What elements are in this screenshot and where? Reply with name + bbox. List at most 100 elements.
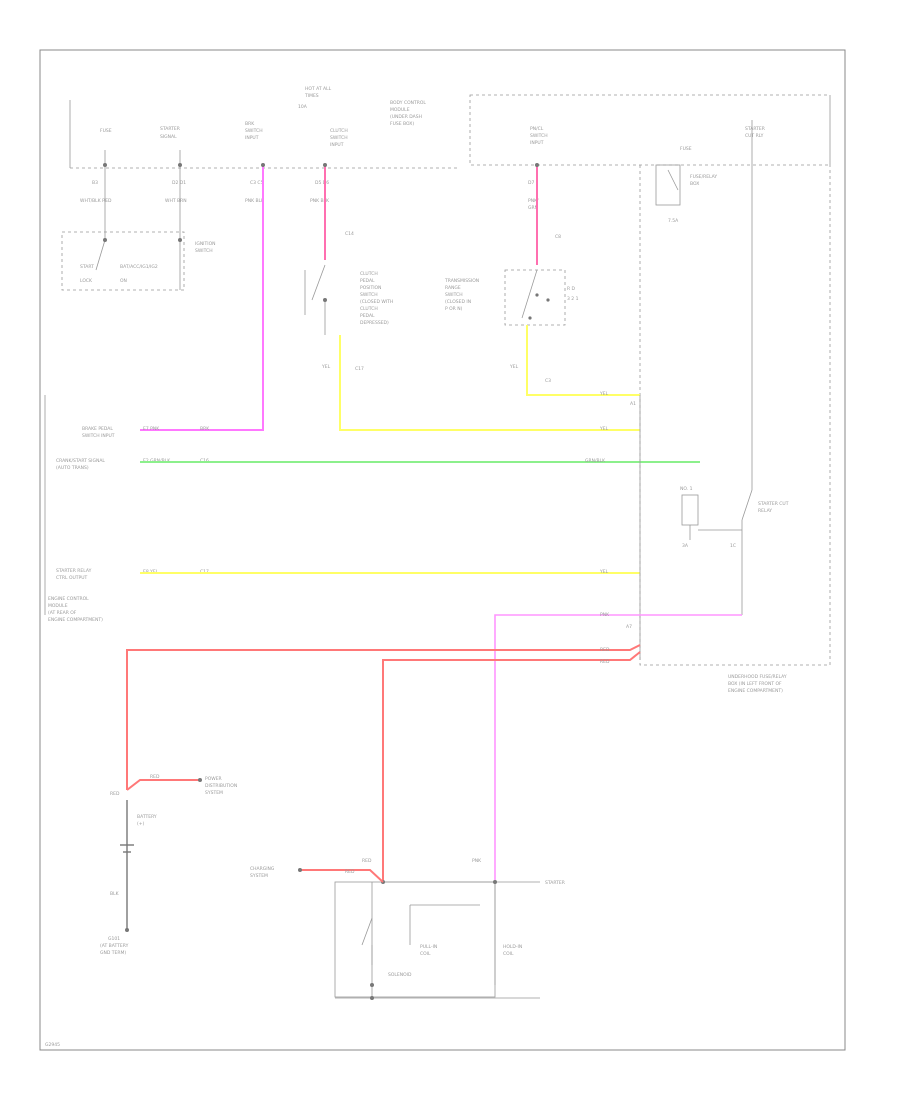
svg-text:STARTER: STARTER — [160, 126, 180, 132]
svg-text:(AT REAR OF: (AT REAR OF — [48, 610, 77, 616]
svg-text:A1: A1 — [630, 401, 636, 407]
svg-text:3A: 3A — [682, 543, 689, 549]
svg-text:(AT BATTERY: (AT BATTERY — [100, 943, 129, 949]
svg-text:CTRL OUTPUT: CTRL OUTPUT — [56, 575, 88, 581]
svg-text:MODULE: MODULE — [390, 107, 410, 113]
svg-text:SWITCH: SWITCH — [195, 248, 213, 254]
underhood-box — [639, 95, 831, 666]
svg-text:FUSE: FUSE — [680, 146, 692, 152]
svg-text:RED: RED — [150, 774, 160, 780]
svg-text:PULL-IN: PULL-IN — [420, 944, 437, 950]
svg-text:D7: D7 — [528, 180, 534, 186]
svg-text:(AUTO TRANS): (AUTO TRANS) — [56, 465, 89, 471]
svg-text:SWITCH: SWITCH — [360, 292, 378, 298]
svg-text:TRANSMISSION: TRANSMISSION — [444, 278, 479, 284]
svg-text:NO. 1: NO. 1 — [680, 486, 693, 492]
svg-text:(CLOSED WITH: (CLOSED WITH — [360, 299, 393, 305]
svg-text:R D: R D — [567, 286, 576, 292]
underhood-fuse: FUSE/RELAY BOX 7.5A — [655, 164, 717, 224]
svg-text:(UNDER DASH: (UNDER DASH — [390, 114, 422, 120]
svg-text:BRK: BRK — [200, 426, 210, 432]
svg-text:COIL: COIL — [503, 951, 514, 957]
battery: RED POWER DISTRIBUTION SYSTEM RED BATTER… — [100, 774, 237, 956]
svg-text:RANGE: RANGE — [445, 285, 461, 291]
svg-text:C3: C3 — [545, 378, 551, 384]
svg-text:E7 PNK: E7 PNK — [143, 426, 160, 432]
wire-yellow-clutch — [339, 335, 640, 431]
svg-text:FUSE/RELAY: FUSE/RELAY — [690, 174, 717, 180]
svg-text:SWITCH: SWITCH — [445, 292, 463, 298]
svg-text:SIGNAL: SIGNAL — [160, 134, 177, 140]
svg-text:D2 D1: D2 D1 — [172, 180, 186, 186]
underhood-label: UNDERHOOD FUSE/RELAY BOX (IN LEFT FRONT … — [728, 674, 787, 694]
svg-text:C3 C5: C3 C5 — [250, 180, 264, 186]
svg-text:BOX: BOX — [690, 181, 699, 187]
svg-text:ENGINE COMPARTMENT): ENGINE COMPARTMENT) — [728, 688, 783, 694]
svg-text:CRANK/START SIGNAL: CRANK/START SIGNAL — [56, 458, 105, 464]
svg-text:BRAKE PEDAL: BRAKE PEDAL — [82, 426, 113, 432]
ecm-labels: BRAKE PEDAL SWITCH INPUT CRANK/START SIG… — [48, 426, 210, 623]
svg-text:COIL: COIL — [420, 951, 431, 957]
wire-red-battery-2 — [382, 651, 641, 880]
svg-text:INPUT: INPUT — [530, 140, 544, 146]
svg-text:POSITION: POSITION — [360, 285, 381, 291]
svg-text:BODY CONTROL: BODY CONTROL — [390, 100, 426, 106]
svg-text:YEL: YEL — [599, 569, 609, 575]
wire-pink-brake — [140, 165, 264, 431]
svg-text:START: START — [80, 264, 94, 270]
svg-text:SOLENOID: SOLENOID — [388, 972, 412, 978]
svg-text:STARTER: STARTER — [745, 126, 765, 132]
svg-text:ON: ON — [120, 278, 127, 284]
svg-text:GRN: GRN — [528, 205, 538, 211]
bcm-top-box — [469, 94, 831, 166]
svg-text:WHT/BLK RED: WHT/BLK RED — [80, 198, 112, 204]
svg-text:CHARGING: CHARGING — [250, 866, 275, 872]
svg-text:PNK: PNK — [600, 612, 610, 618]
svg-text:RED: RED — [345, 869, 355, 875]
svg-text:INPUT: INPUT — [330, 142, 344, 148]
svg-text:SWITCH: SWITCH — [245, 128, 263, 134]
svg-text:PNK BLK: PNK BLK — [310, 198, 330, 204]
svg-text:C14: C14 — [345, 231, 354, 237]
svg-text:POWER: POWER — [205, 776, 222, 782]
svg-text:DEPRESSED): DEPRESSED) — [360, 320, 389, 326]
svg-text:CLUTCH: CLUTCH — [360, 271, 378, 277]
svg-text:YEL: YEL — [599, 391, 609, 397]
svg-text:BOX (IN LEFT FRONT OF: BOX (IN LEFT FRONT OF — [728, 681, 782, 687]
svg-text:HOLD-IN: HOLD-IN — [503, 944, 522, 950]
svg-text:CUT RLY: CUT RLY — [745, 133, 764, 139]
figure-code: G2945 — [45, 1042, 60, 1048]
svg-text:RED: RED — [600, 659, 610, 665]
pin-row-labels: B3 D2 D1 C3 C5 D5 D6 D7 WHT/BLK RED WHT … — [80, 180, 539, 211]
svg-text:C17: C17 — [355, 366, 364, 372]
svg-text:ENGINE COMPARTMENT): ENGINE COMPARTMENT) — [48, 617, 103, 623]
svg-text:STARTER: STARTER — [545, 880, 565, 886]
svg-text:D5 D6: D5 D6 — [315, 180, 329, 186]
top-pin-labels: FUSE STARTER SIGNAL BRK SWITCH INPUT HOT… — [100, 86, 765, 152]
svg-text:CLUTCH: CLUTCH — [330, 128, 348, 134]
svg-text:1C: 1C — [730, 543, 736, 549]
svg-text:BATTERY: BATTERY — [137, 814, 157, 820]
svg-text:RED: RED — [600, 647, 610, 653]
svg-text:YEL: YEL — [321, 364, 331, 370]
svg-text:7.5A: 7.5A — [668, 218, 679, 224]
svg-text:A7: A7 — [626, 624, 632, 630]
svg-text:YEL: YEL — [599, 426, 609, 432]
svg-text:INPUT: INPUT — [245, 135, 259, 141]
svg-text:10A: 10A — [298, 104, 308, 110]
wire-red-battery-1 — [126, 644, 641, 790]
svg-text:P OR N): P OR N) — [445, 306, 463, 312]
svg-text:STARTER CUT: STARTER CUT — [758, 501, 789, 507]
svg-text:WHT BRN: WHT BRN — [165, 198, 187, 204]
diagram-frame — [39, 49, 846, 1051]
svg-text:C8: C8 — [555, 234, 561, 240]
svg-text:HOT AT ALL: HOT AT ALL — [305, 86, 332, 92]
svg-text:PEDAL: PEDAL — [360, 313, 375, 319]
svg-text:ENGINE CONTROL: ENGINE CONTROL — [48, 596, 89, 602]
wire-pink-starter — [494, 614, 742, 880]
svg-text:FUSE BOX): FUSE BOX) — [390, 121, 414, 127]
svg-text:(+): (+) — [137, 821, 145, 827]
svg-text:BRK: BRK — [245, 121, 255, 127]
starter: STARTER PULL-IN COIL HOLD-IN COIL SOLENO… — [250, 858, 565, 1000]
